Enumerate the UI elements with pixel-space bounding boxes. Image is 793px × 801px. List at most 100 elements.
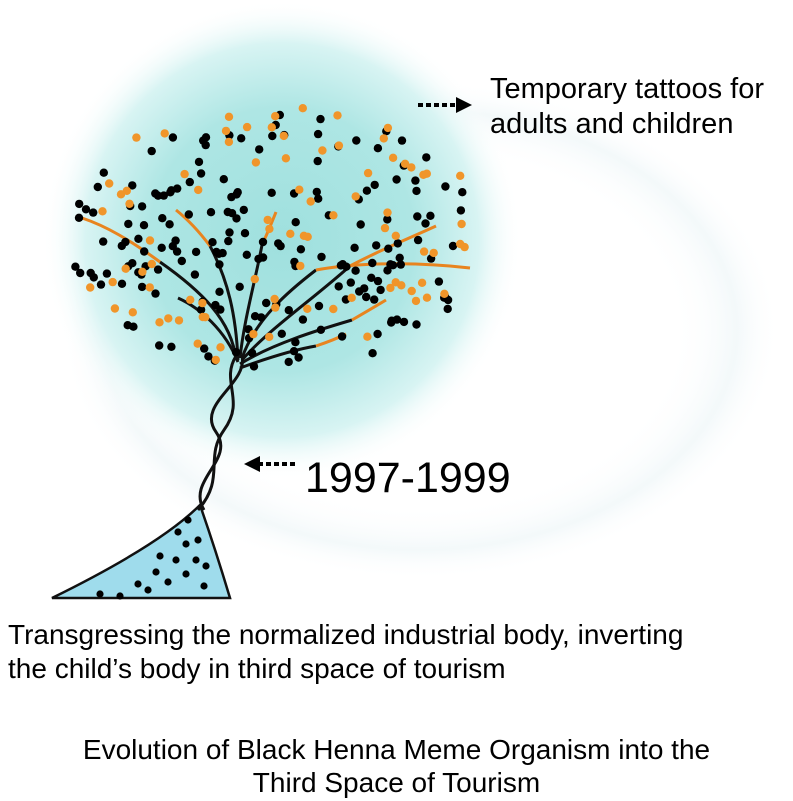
black-dot xyxy=(338,332,346,340)
black-dot xyxy=(392,175,400,183)
black-dot xyxy=(313,188,321,196)
black-dot xyxy=(151,189,159,197)
orange-dot xyxy=(384,124,392,132)
orange-dot xyxy=(146,236,154,244)
orange-dot xyxy=(307,197,315,205)
orange-dot xyxy=(430,249,438,257)
orange-dot xyxy=(270,295,278,303)
orange-dot xyxy=(265,225,273,233)
base-dot xyxy=(172,556,179,563)
black-dot xyxy=(368,259,376,267)
orange-dot xyxy=(105,179,113,187)
orange-dot xyxy=(401,160,409,168)
black-dot xyxy=(368,349,376,357)
black-dot xyxy=(129,323,137,331)
black-dot xyxy=(254,255,262,263)
black-dot xyxy=(211,301,219,309)
orange-dot xyxy=(352,192,360,200)
caption-line2: the child’s body in third space of touri… xyxy=(8,652,788,686)
black-dot xyxy=(314,157,322,165)
title-line1: Evolution of Black Henna Meme Organism i… xyxy=(0,733,793,766)
black-dot xyxy=(241,229,249,237)
black-dot xyxy=(138,202,146,210)
orange-dot xyxy=(155,318,163,326)
orange-dot xyxy=(265,333,273,341)
orange-dot xyxy=(111,304,119,312)
black-dot xyxy=(94,183,102,191)
orange-dot xyxy=(423,170,431,178)
black-dot xyxy=(317,253,325,261)
orange-dot xyxy=(222,127,230,135)
orange-dot xyxy=(282,154,290,162)
black-dot xyxy=(243,251,251,259)
orange-dot xyxy=(457,220,465,228)
black-dot xyxy=(185,210,193,218)
black-dot xyxy=(421,219,429,227)
black-dot xyxy=(140,247,148,255)
base-dot xyxy=(182,540,189,547)
orange-dot xyxy=(175,316,183,324)
tattoo-label-line2: adults and children xyxy=(490,107,790,142)
black-dot xyxy=(99,237,107,245)
orange-dot xyxy=(280,132,288,140)
orange-dot xyxy=(299,104,307,112)
black-dot xyxy=(158,214,166,222)
black-dot xyxy=(362,293,370,301)
black-dot xyxy=(251,312,259,320)
black-dot xyxy=(155,341,163,349)
black-dot xyxy=(75,200,83,208)
black-dot xyxy=(357,220,365,228)
orange-dot xyxy=(440,290,448,298)
black-dot xyxy=(449,242,457,250)
black-dot xyxy=(422,153,430,161)
base-dot xyxy=(192,556,199,563)
orange-dot xyxy=(381,224,389,232)
black-dot xyxy=(207,208,215,216)
black-dot xyxy=(372,241,380,249)
black-dot xyxy=(197,169,205,177)
orange-dot xyxy=(412,297,420,305)
black-dot xyxy=(411,176,419,184)
black-dot xyxy=(276,242,284,250)
black-dot xyxy=(339,260,347,268)
black-dot xyxy=(224,208,232,216)
base-dot xyxy=(156,552,163,559)
black-dot xyxy=(347,278,355,286)
black-dot xyxy=(169,133,177,141)
orange-dot xyxy=(243,123,251,131)
orange-dot xyxy=(194,340,202,348)
black-dot xyxy=(426,212,434,220)
orange-dot xyxy=(98,207,106,215)
black-dot xyxy=(103,269,111,277)
black-dot xyxy=(292,218,300,226)
black-dot xyxy=(232,348,240,356)
transgression-caption: Transgressing the normalized industrial … xyxy=(8,618,788,686)
orange-dot xyxy=(161,129,169,137)
canopy-glow xyxy=(42,0,522,480)
base-dot xyxy=(202,562,209,569)
black-dot xyxy=(154,265,162,273)
orange-dot xyxy=(199,313,207,321)
black-dot xyxy=(167,343,175,351)
black-dot xyxy=(386,260,394,268)
orange-dot xyxy=(271,112,279,120)
black-dot xyxy=(240,206,248,214)
black-dot xyxy=(82,205,90,213)
black-dot xyxy=(268,132,276,140)
black-dot xyxy=(134,235,142,243)
orange-dot xyxy=(125,200,133,208)
black-dot xyxy=(248,349,256,357)
black-dot xyxy=(225,228,233,236)
orange-dot xyxy=(252,158,260,166)
orange-dot xyxy=(198,299,206,307)
black-dot xyxy=(236,283,244,291)
orange-dot xyxy=(138,268,146,276)
black-dot xyxy=(215,260,223,268)
black-dot xyxy=(173,184,181,192)
orange-dot xyxy=(286,230,294,238)
black-dot xyxy=(350,244,358,252)
black-dot xyxy=(360,284,368,292)
black-dot xyxy=(374,144,382,152)
black-dot xyxy=(165,220,173,228)
black-dot xyxy=(250,362,258,370)
